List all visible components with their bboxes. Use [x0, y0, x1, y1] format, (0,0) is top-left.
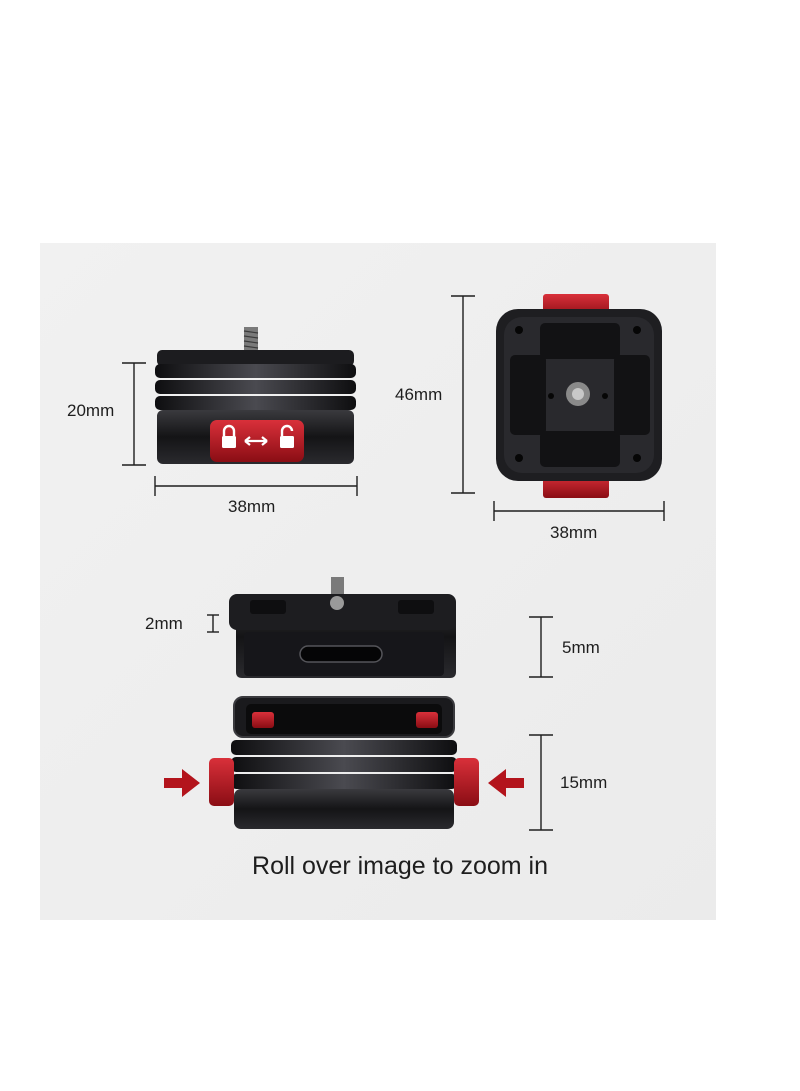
plate-dimension-lines [207, 614, 553, 678]
top-width-label: 38mm [550, 523, 598, 542]
side-dimension-lines [122, 362, 358, 496]
side-height-label: 20mm [67, 401, 115, 420]
top-height-label: 46mm [395, 385, 443, 404]
zoom-caption: Roll over image to zoom in [252, 852, 548, 880]
side-view-clamp [155, 327, 356, 464]
plate-height-label: 5mm [562, 638, 600, 657]
clamp-height-label: 15mm [560, 773, 608, 792]
clamp-dimension-lines [529, 734, 553, 831]
top-view-plate [496, 294, 662, 498]
right-release-knob [454, 758, 479, 806]
plate-lip-label: 2mm [145, 614, 183, 633]
left-arrow-icon [164, 769, 200, 797]
side-width-label: 38mm [228, 497, 276, 516]
clamp-base [209, 696, 479, 829]
right-arrow-icon [488, 769, 524, 797]
quick-release-plate [229, 577, 456, 678]
top-dimension-lines [451, 295, 665, 521]
left-release-knob [209, 758, 234, 806]
